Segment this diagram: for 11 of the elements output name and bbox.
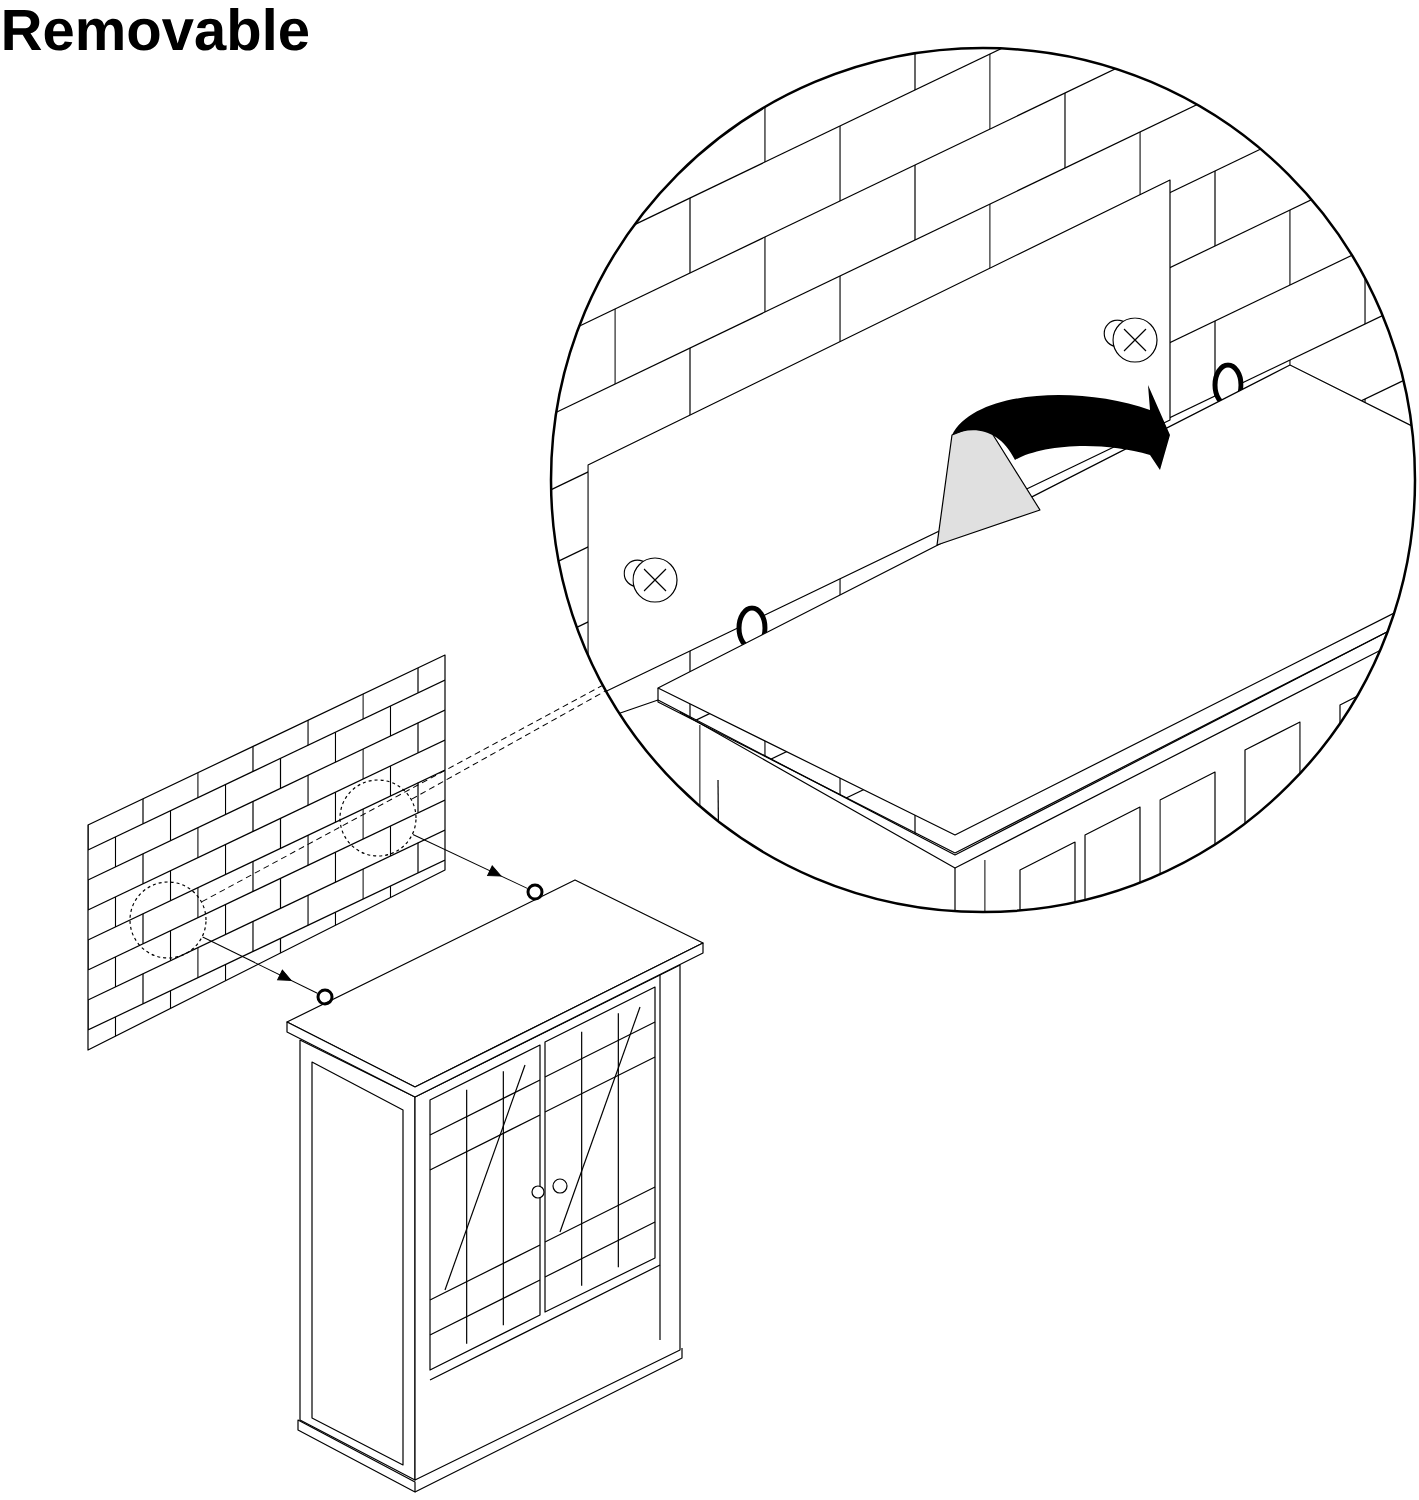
leader-line bbox=[411, 690, 606, 800]
arrow bbox=[412, 833, 528, 889]
hook-ring bbox=[526, 883, 544, 901]
arrow bbox=[202, 936, 318, 994]
hook-ring bbox=[316, 988, 334, 1006]
dashed-circle bbox=[129, 881, 207, 959]
title: Removable bbox=[4, 8, 309, 51]
leader-line bbox=[201, 685, 603, 903]
dashed-circle bbox=[339, 779, 417, 857]
cabinet-drawing bbox=[286, 879, 704, 1493]
magnified-detail-circle bbox=[549, 46, 1417, 914]
